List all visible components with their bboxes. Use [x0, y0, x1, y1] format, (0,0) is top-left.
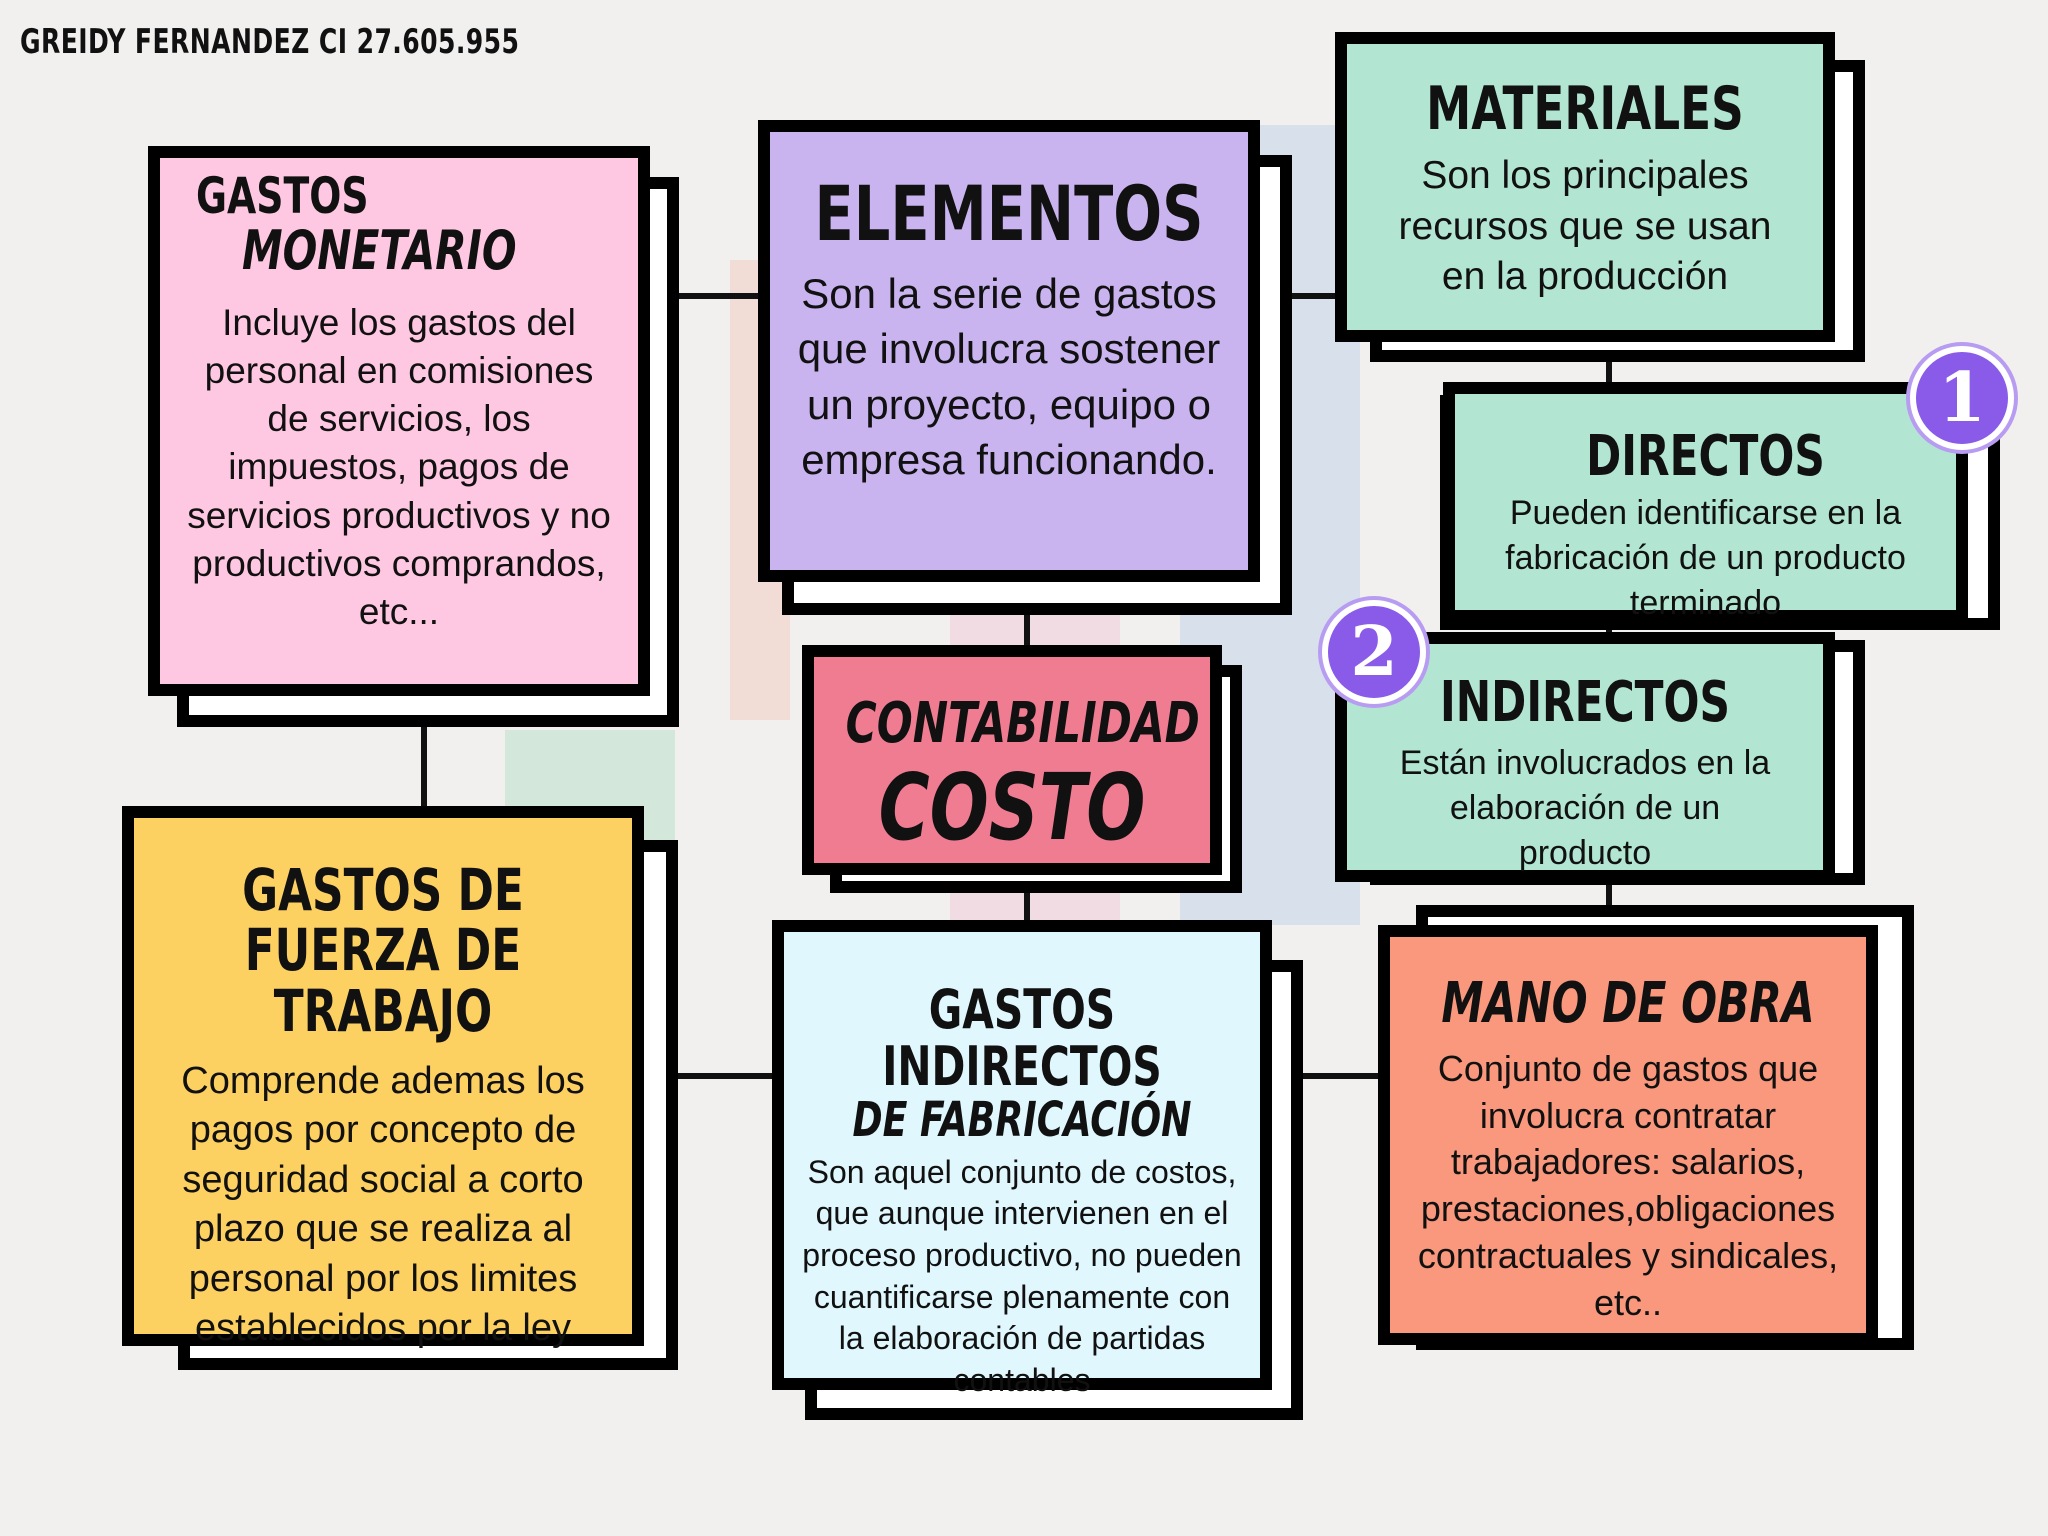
- contabilidad-title-line2: COSTO: [878, 753, 1146, 861]
- materiales-box: MATERIALES Son los principales recursos …: [1335, 32, 1835, 342]
- gastos-indirectos-title-line2: DE FABRICACIÓN: [852, 1092, 1192, 1149]
- indirectos-description: Están involucrados en la elaboración de …: [1399, 743, 1771, 872]
- fuerza-title: GASTOS DE FUERZA DE TRABAJO: [242, 856, 524, 1045]
- connector-elementos-contabilidad: [1024, 600, 1030, 670]
- connector-elementos-materiales: [1260, 293, 1345, 299]
- monetario-description: Incluye los gastos del personal en comis…: [187, 302, 611, 632]
- indirectos-title: INDIRECTOS: [1440, 670, 1730, 735]
- mano-obra-title: MANO DE OBRA: [1441, 971, 1815, 1036]
- author-label: GREIDY FERNANDEZ CI 27.605.955: [20, 22, 520, 62]
- connector-materiales-directos: [1606, 350, 1612, 390]
- gastos-indirectos-box: GASTOS INDIRECTOS DE FABRICACIÓN Son aqu…: [772, 920, 1272, 1398]
- number-badge-1: 1: [1910, 346, 2014, 450]
- elementos-box: ELEMENTOS Son la serie de gastos que inv…: [758, 120, 1260, 582]
- mano-obra-box: MANO DE OBRA Conjunto de gastos que invo…: [1378, 925, 1878, 1345]
- connector-gastos-indirectos-mano-obra: [1295, 1073, 1380, 1079]
- contabilidad-box: CONTABILIDAD COSTO: [802, 645, 1222, 875]
- elementos-description: Son la serie de gastos que involucra sos…: [797, 269, 1221, 484]
- materiales-title: MATERIALES: [1426, 74, 1744, 144]
- number-badge-2: 2: [1322, 600, 1426, 704]
- connector-fuerza-gastos-indirectos: [675, 1073, 775, 1079]
- indirectos-box: INDIRECTOS Están involucrados en la elab…: [1335, 632, 1835, 882]
- fuerza-box: GASTOS DE FUERZA DE TRABAJO Comprende ad…: [122, 806, 644, 1349]
- elementos-title: ELEMENTOS: [814, 169, 1204, 258]
- directos-box: DIRECTOS Pueden identificarse en la fabr…: [1443, 382, 1968, 622]
- mano-obra-description: Conjunto de gastos que involucra contrat…: [1417, 1047, 1839, 1323]
- monetario-box: GASTOS MONETARIO Incluye los gastos del …: [148, 146, 650, 696]
- monetario-title-line2: MONETARIO: [242, 218, 517, 282]
- connector-contabilidad-gastos-indirectos: [1024, 870, 1030, 925]
- monetario-title-line1: GASTOS: [196, 167, 369, 225]
- gastos-indirectos-title-line1: GASTOS INDIRECTOS: [882, 978, 1162, 1098]
- connector-monetario-elementos: [640, 293, 760, 299]
- directos-description: Pueden identificarse en la fabricación d…: [1505, 493, 1906, 622]
- fuerza-description: Comprende ademas los pagos por concepto …: [181, 1059, 585, 1349]
- materiales-description: Son los principales recursos que se usan…: [1398, 154, 1772, 299]
- gastos-indirectos-description: Son aquel conjunto de costos, que aunque…: [802, 1153, 1242, 1398]
- directos-title: DIRECTOS: [1586, 424, 1825, 489]
- contabilidad-title-line1: CONTABILIDAD: [845, 691, 1200, 756]
- connector-monetario-fuerza: [421, 720, 427, 810]
